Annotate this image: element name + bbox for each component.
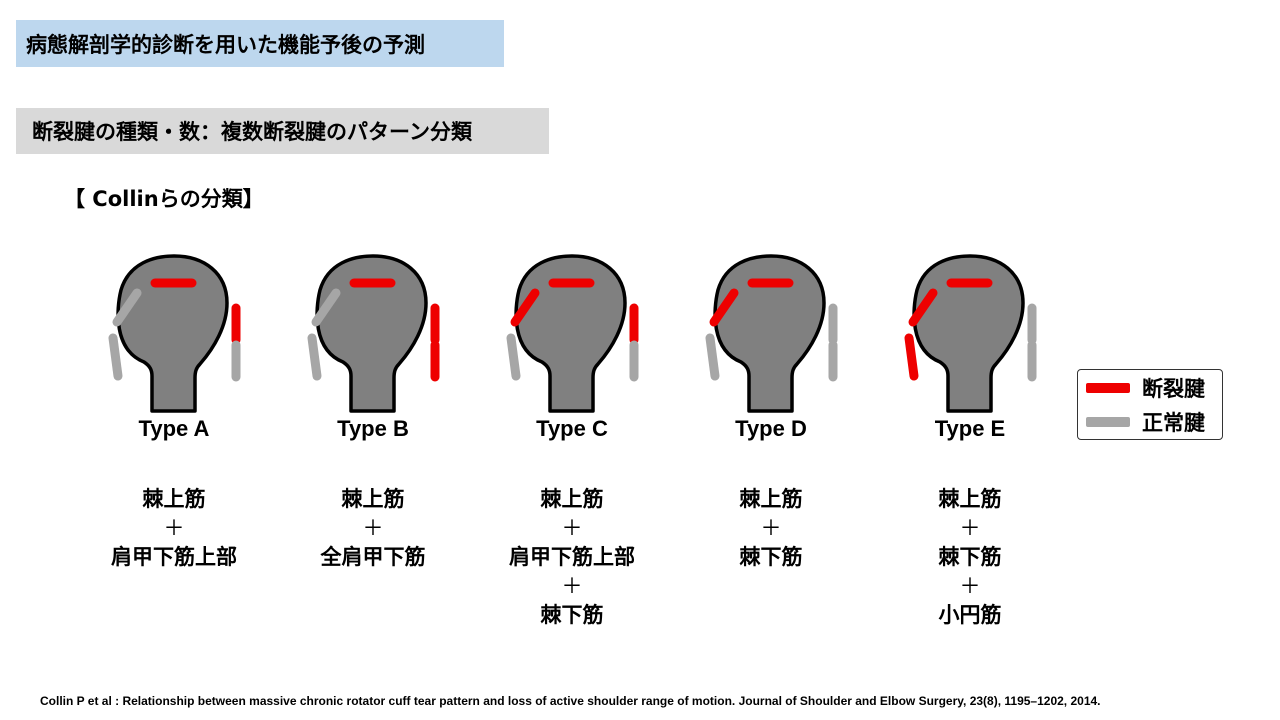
type-2-shoulder (307, 254, 440, 413)
plus-sign: ＋ (760, 516, 782, 540)
type-3-shoulder (506, 254, 639, 413)
humerus-head (116, 254, 229, 413)
tendon-teres-minor-normal (108, 333, 123, 381)
tendon-teres-minor-torn (904, 333, 919, 381)
type-label: Type B (337, 416, 409, 441)
tendon-teres-minor-normal (705, 333, 720, 381)
plus-sign: ＋ (959, 516, 981, 540)
plus-sign: ＋ (561, 574, 583, 598)
plus-sign: ＋ (362, 516, 384, 540)
torn-muscle-list: 棘上筋 ＋ 棘下筋 (671, 485, 871, 572)
muscle-name: 棘下筋 (739, 545, 803, 569)
type-label: Type A (138, 416, 210, 441)
page-title: 病態解剖学的診断を用いた機能予後の予測 (16, 20, 504, 67)
muscle-name: 棘上筋 (739, 487, 803, 511)
tendon-teres-minor-normal (506, 333, 521, 381)
plus-sign: ＋ (561, 516, 583, 540)
muscle-name: 小円筋 (938, 603, 1002, 627)
section-heading: 【 Collinらの分類】 (64, 187, 264, 211)
plus-sign: ＋ (163, 516, 185, 540)
torn-muscle-list: 棘上筋 ＋ 肩甲下筋上部 ＋ 棘下筋 (472, 485, 672, 630)
muscle-name: 棘上筋 (142, 487, 206, 511)
type-label: Type D (735, 416, 807, 441)
citation: Collin P et al : Relationship between ma… (40, 694, 1101, 708)
tendon-infraspinatus-normal (311, 288, 341, 327)
type-5-shoulder (904, 254, 1037, 413)
legend-row-normal: 正常腱 (1086, 407, 1205, 437)
legend-label-normal: 正常腱 (1142, 411, 1205, 435)
tendon-infraspinatus-torn (510, 288, 540, 327)
tendon-infraspinatus-torn (709, 288, 739, 327)
humerus-head (713, 254, 826, 413)
muscle-name: 棘上筋 (540, 487, 604, 511)
type-label: Type C (536, 416, 608, 441)
muscle-name: 全肩甲下筋 (320, 545, 426, 569)
legend-swatch-normal (1086, 417, 1130, 427)
muscle-name: 肩甲下筋上部 (111, 545, 237, 569)
muscle-name: 棘上筋 (938, 487, 1002, 511)
legend-row-torn: 断裂腱 (1086, 373, 1205, 403)
type-label: Type E (934, 416, 1006, 441)
tendon-infraspinatus-normal (112, 288, 142, 327)
torn-muscle-list: 棘上筋 ＋ 棘下筋 ＋ 小円筋 (870, 485, 1070, 630)
tendon-infraspinatus-torn (908, 288, 938, 327)
humerus-head (514, 254, 627, 413)
tendon-teres-minor-normal (307, 333, 322, 381)
plus-sign: ＋ (959, 574, 981, 598)
muscle-name: 肩甲下筋上部 (509, 545, 635, 569)
page-subtitle: 断裂腱の種類・数：複数断裂腱のパターン分類 (16, 108, 549, 154)
legend-label-torn: 断裂腱 (1142, 377, 1205, 401)
muscle-name: 棘下筋 (938, 545, 1002, 569)
humerus-head (912, 254, 1025, 413)
humerus-head (315, 254, 428, 413)
legend: 断裂腱 正常腱 (1077, 369, 1223, 440)
muscle-name: 棘下筋 (540, 603, 604, 627)
type-4-shoulder (705, 254, 838, 413)
muscle-name: 棘上筋 (341, 487, 405, 511)
type-1-shoulder (108, 254, 241, 413)
torn-muscle-list: 棘上筋 ＋ 肩甲下筋上部 (74, 485, 274, 572)
legend-swatch-torn (1086, 383, 1130, 393)
torn-muscle-list: 棘上筋 ＋ 全肩甲下筋 (273, 485, 473, 572)
